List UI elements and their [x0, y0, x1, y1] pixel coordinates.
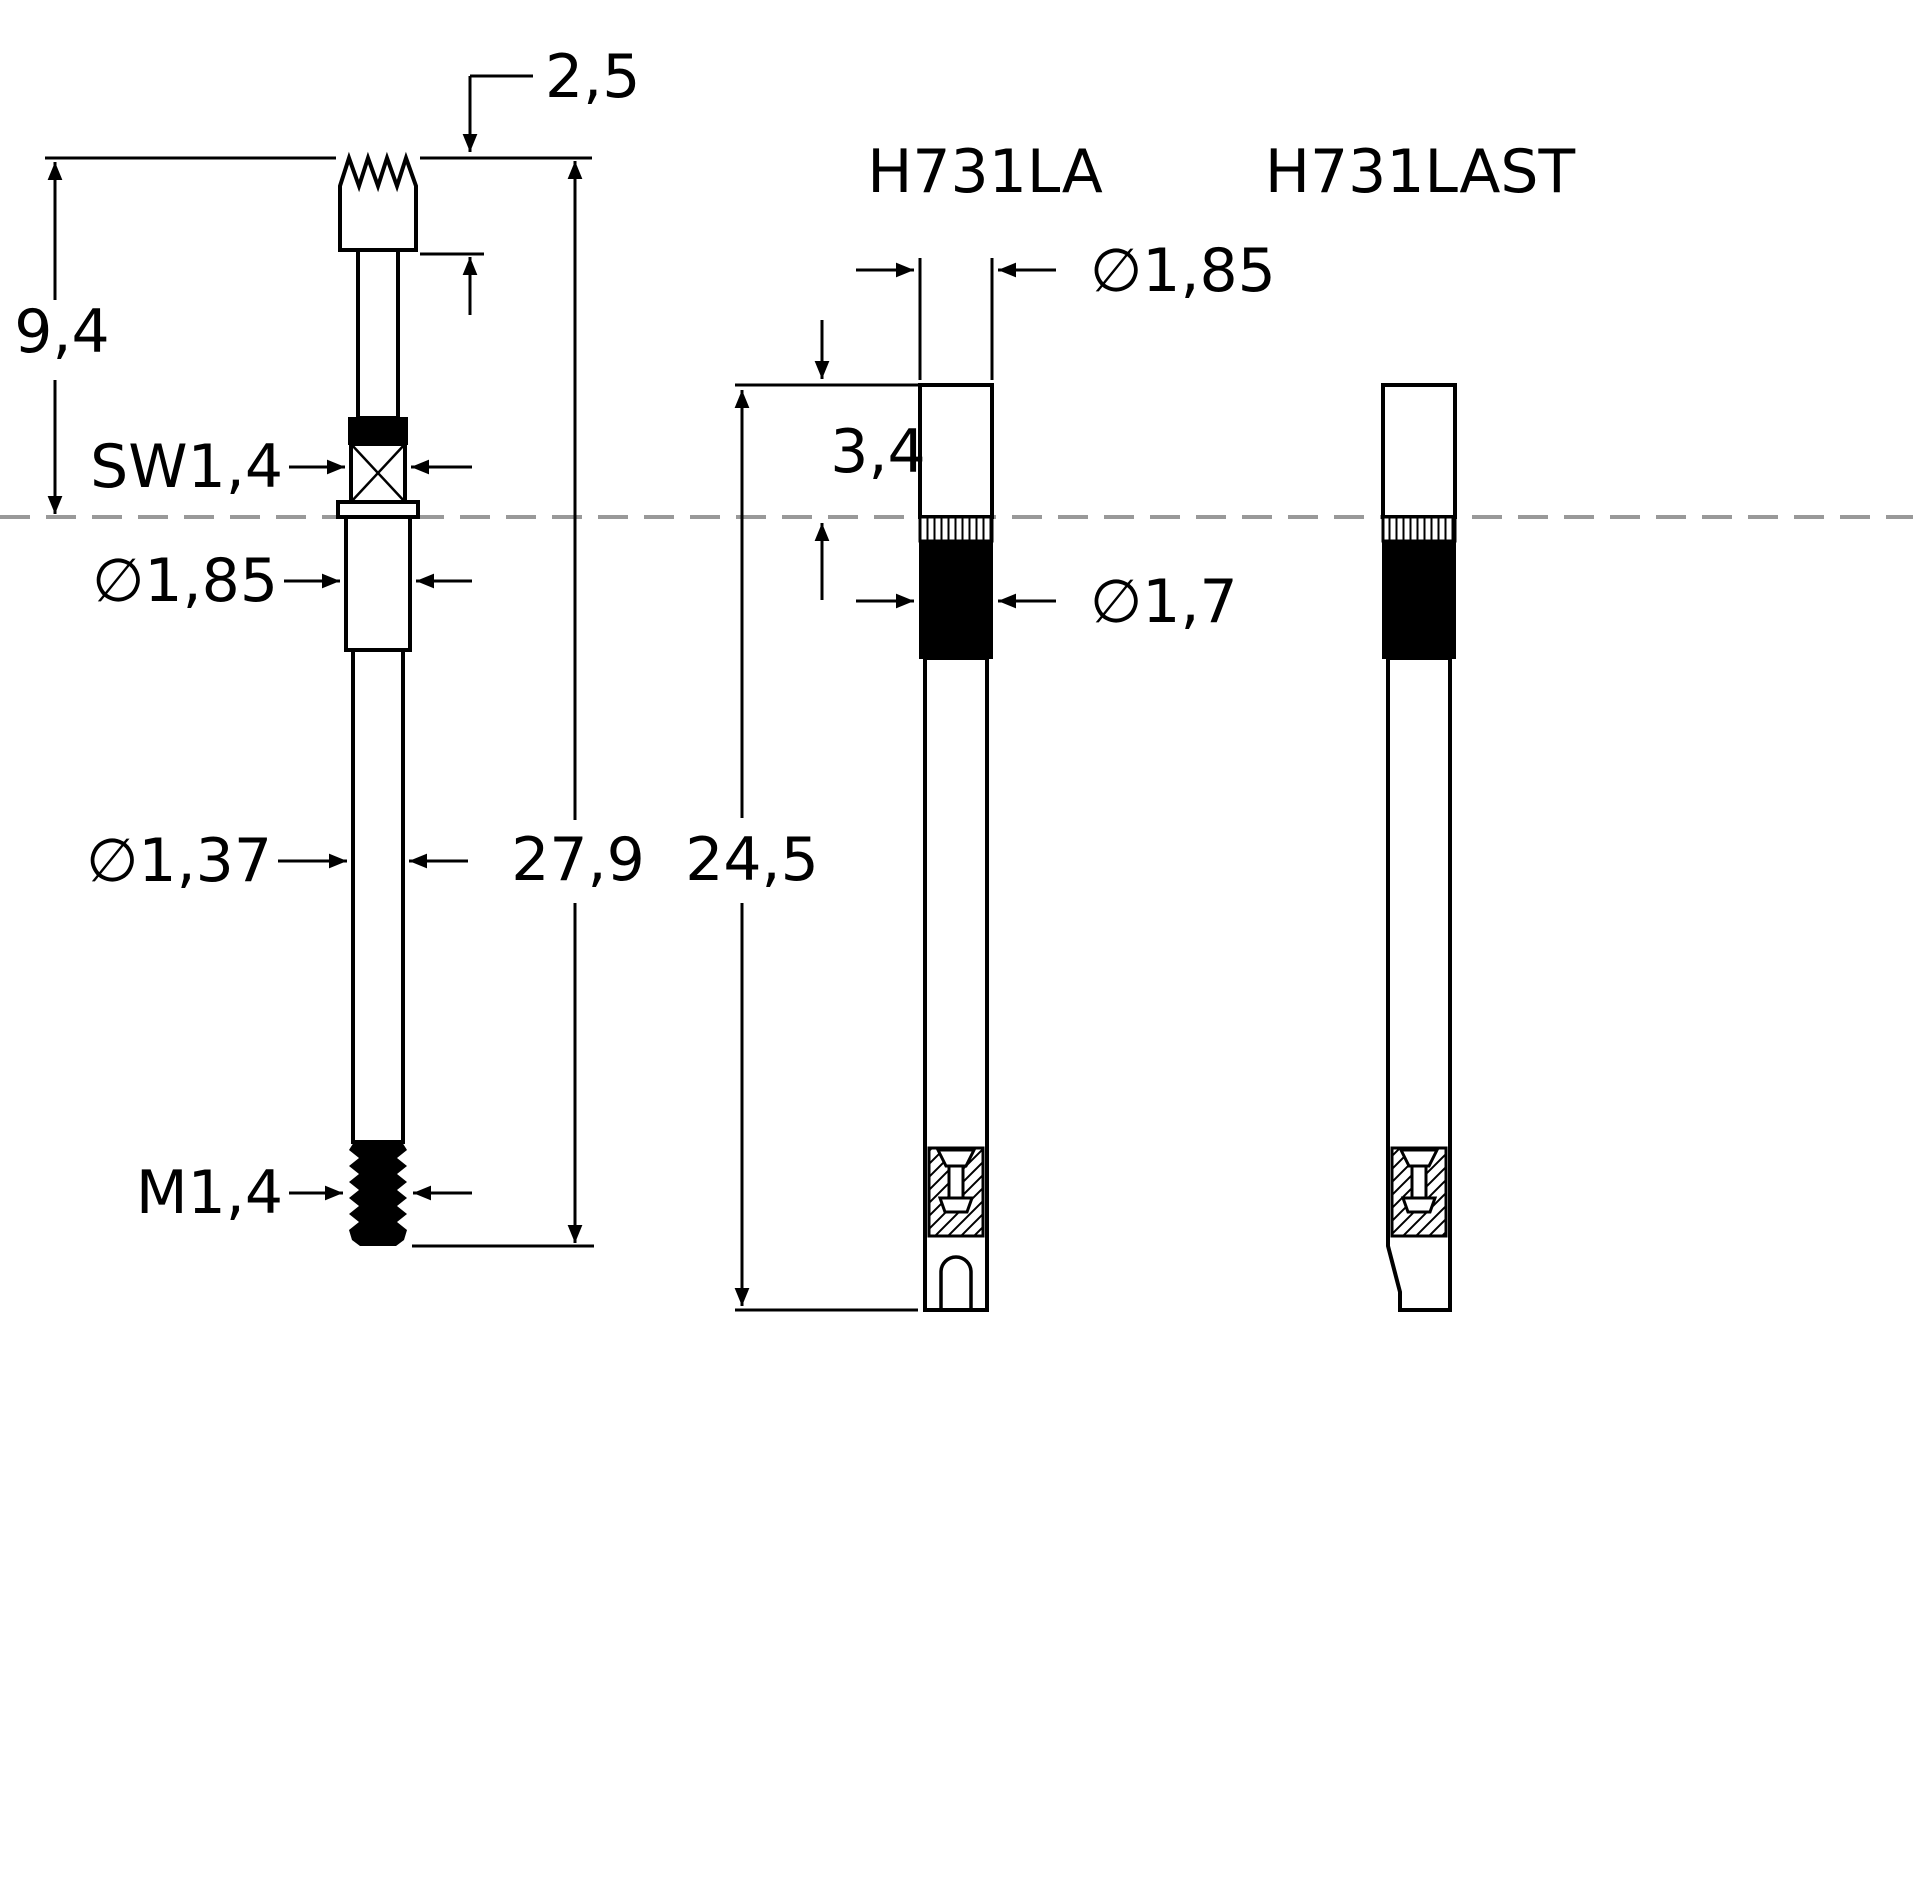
probe-flange — [336, 500, 420, 519]
receptacle-la-title: H731LA — [867, 137, 1103, 207]
dim-label-outer-diameter: ∅1,85 — [1090, 236, 1276, 306]
dim-label-shaft-diameter: ∅1,37 — [86, 826, 272, 896]
probe-hex-cross — [350, 443, 406, 503]
dim-label-head-length: 3,4 — [830, 417, 925, 487]
dim-tip-length: 2,5 — [420, 42, 640, 315]
dim-thread: M1,4 — [136, 1158, 472, 1228]
receptacle-last-title: H731LAST — [1265, 137, 1576, 207]
dim-hex-width: SW1,4 — [90, 432, 472, 502]
dim-total-length: 27,9 — [412, 161, 645, 1248]
dim-label-barrel-diameter: ∅1,85 — [92, 546, 278, 616]
receptacle-last-head — [1381, 383, 1457, 519]
dim-label-tube-diameter: ∅1,7 — [1090, 567, 1238, 637]
receptacle-la-knurl-band — [918, 515, 994, 543]
dim-label-hex: SW1,4 — [90, 432, 283, 502]
dim-receptacle-length: 24,5 — [685, 390, 819, 1306]
dim-head-length: 3,4 — [814, 320, 926, 600]
probe-plunger — [356, 248, 400, 420]
receptacle-la-view: H731LA ∅1,85 3,4 ∅1,7 — [685, 137, 1276, 1312]
probe-seal-band — [348, 417, 408, 445]
dim-outer-diameter: ∅1,85 — [856, 236, 1276, 306]
dim-label-above-plane: 9,4 — [14, 297, 109, 367]
probe-shaft — [351, 648, 405, 1144]
dim-label-thread: M1,4 — [136, 1158, 283, 1228]
probe-crown-tip — [338, 151, 418, 252]
dim-label-receptacle-length: 24,5 — [685, 825, 819, 895]
probe-barrel — [344, 515, 412, 652]
receptacle-last-view: H731LAST — [1265, 137, 1576, 1312]
dim-label-tip-length: 2,5 — [545, 42, 640, 112]
dim-barrel-diameter: ∅1,85 — [92, 546, 472, 616]
dim-above-plane: 9,4 — [14, 162, 110, 514]
receptacle-la-slot — [939, 1255, 973, 1308]
receptacle-la-press-ring — [919, 540, 993, 659]
receptacle-last-press-ring — [1382, 540, 1456, 659]
receptacle-last-knurl-band — [1381, 515, 1457, 543]
dim-tube-diameter: ∅1,7 — [856, 567, 1238, 637]
dim-shaft-diameter: ∅1,37 — [86, 826, 468, 896]
dim-label-total-length: 27,9 — [511, 825, 645, 895]
receptacle-la-head — [918, 383, 994, 519]
probe-view: 2,5 9,4 SW1,4 ∅1,85 ∅1,37 — [14, 42, 645, 1248]
probe-thread — [349, 1142, 407, 1246]
